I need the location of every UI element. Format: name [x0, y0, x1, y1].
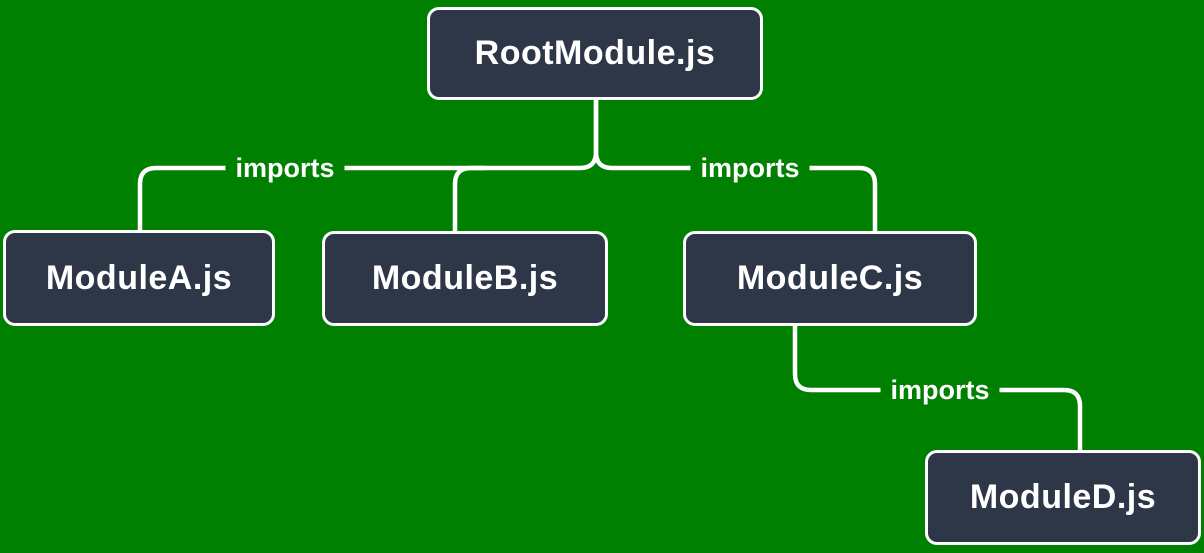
node-modulec-label: ModuleC.js	[736, 259, 924, 297]
edge-label-imports-right: imports	[690, 151, 810, 185]
edge-label-imports-left: imports	[225, 151, 345, 185]
node-modulec: ModuleC.js	[683, 231, 977, 326]
node-moduled-label: ModuleD.js	[969, 478, 1157, 516]
node-moduleb: ModuleB.js	[322, 231, 608, 326]
edge-root-to-b	[452, 165, 487, 234]
node-moduleb-label: ModuleB.js	[371, 259, 559, 297]
node-rootmodule-label: RootModule.js	[474, 34, 716, 72]
node-modulea: ModuleA.js	[3, 230, 275, 326]
node-moduled: ModuleD.js	[925, 450, 1201, 545]
node-rootmodule: RootModule.js	[427, 7, 763, 100]
node-modulea-label: ModuleA.js	[45, 258, 233, 297]
edge-label-imports-bottom: imports	[880, 373, 1000, 407]
edge-root-to-a	[137, 97, 599, 233]
